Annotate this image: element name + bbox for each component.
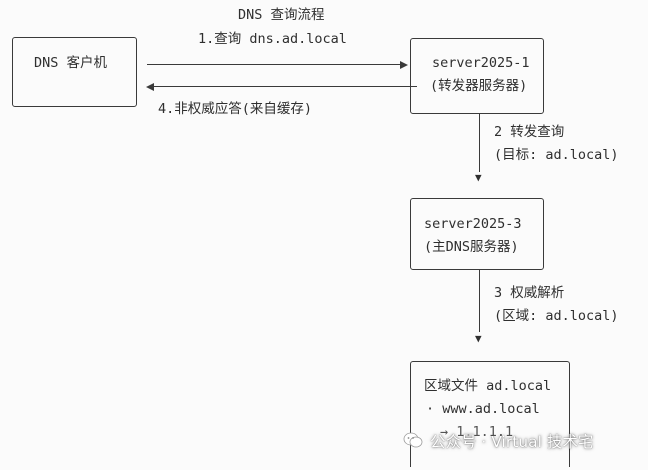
response-label: 4.非权威应答(来自缓存) xyxy=(158,101,313,117)
response-arrow-head xyxy=(146,82,154,91)
watermark-text: 公众号 · Virtual 技术宅 xyxy=(430,433,594,451)
server1-box xyxy=(410,38,544,114)
server1-role: (转发器服务器) xyxy=(430,78,528,94)
zone-record-host: · www.ad.local xyxy=(426,401,540,417)
wechat-icon xyxy=(403,432,423,448)
resolve-label-2: (区域: ad.local) xyxy=(494,308,619,324)
query-arrow-head xyxy=(400,60,408,69)
resolve-label-1: 3 权威解析 xyxy=(494,285,565,301)
client-label: DNS 客户机 xyxy=(34,55,108,71)
resolve-arrow-head: ▼ xyxy=(475,332,482,345)
response-arrow-line xyxy=(152,86,417,88)
forward-label-1: 2 转发查询 xyxy=(494,124,565,140)
client-box xyxy=(12,37,137,107)
server3-name: server2025-3 xyxy=(424,216,522,232)
forward-connector xyxy=(479,114,481,172)
server3-box xyxy=(410,198,544,270)
server3-role: (主DNS服务器) xyxy=(424,239,519,255)
diagram-title: DNS 查询流程 xyxy=(238,7,325,23)
resolve-connector xyxy=(479,270,481,332)
zone-record-ip: → 1.1.1.1 xyxy=(440,424,514,440)
query-arrow-line xyxy=(147,64,403,66)
forward-label-2: (目标: ad.local) xyxy=(494,147,619,163)
query-label: 1.查询 dns.ad.local xyxy=(198,31,347,47)
zone-box xyxy=(410,361,570,467)
zone-title: 区域文件 ad.local xyxy=(424,378,552,394)
server1-name: server2025-1 xyxy=(432,55,530,71)
forward-arrow-head: ▼ xyxy=(475,171,482,184)
